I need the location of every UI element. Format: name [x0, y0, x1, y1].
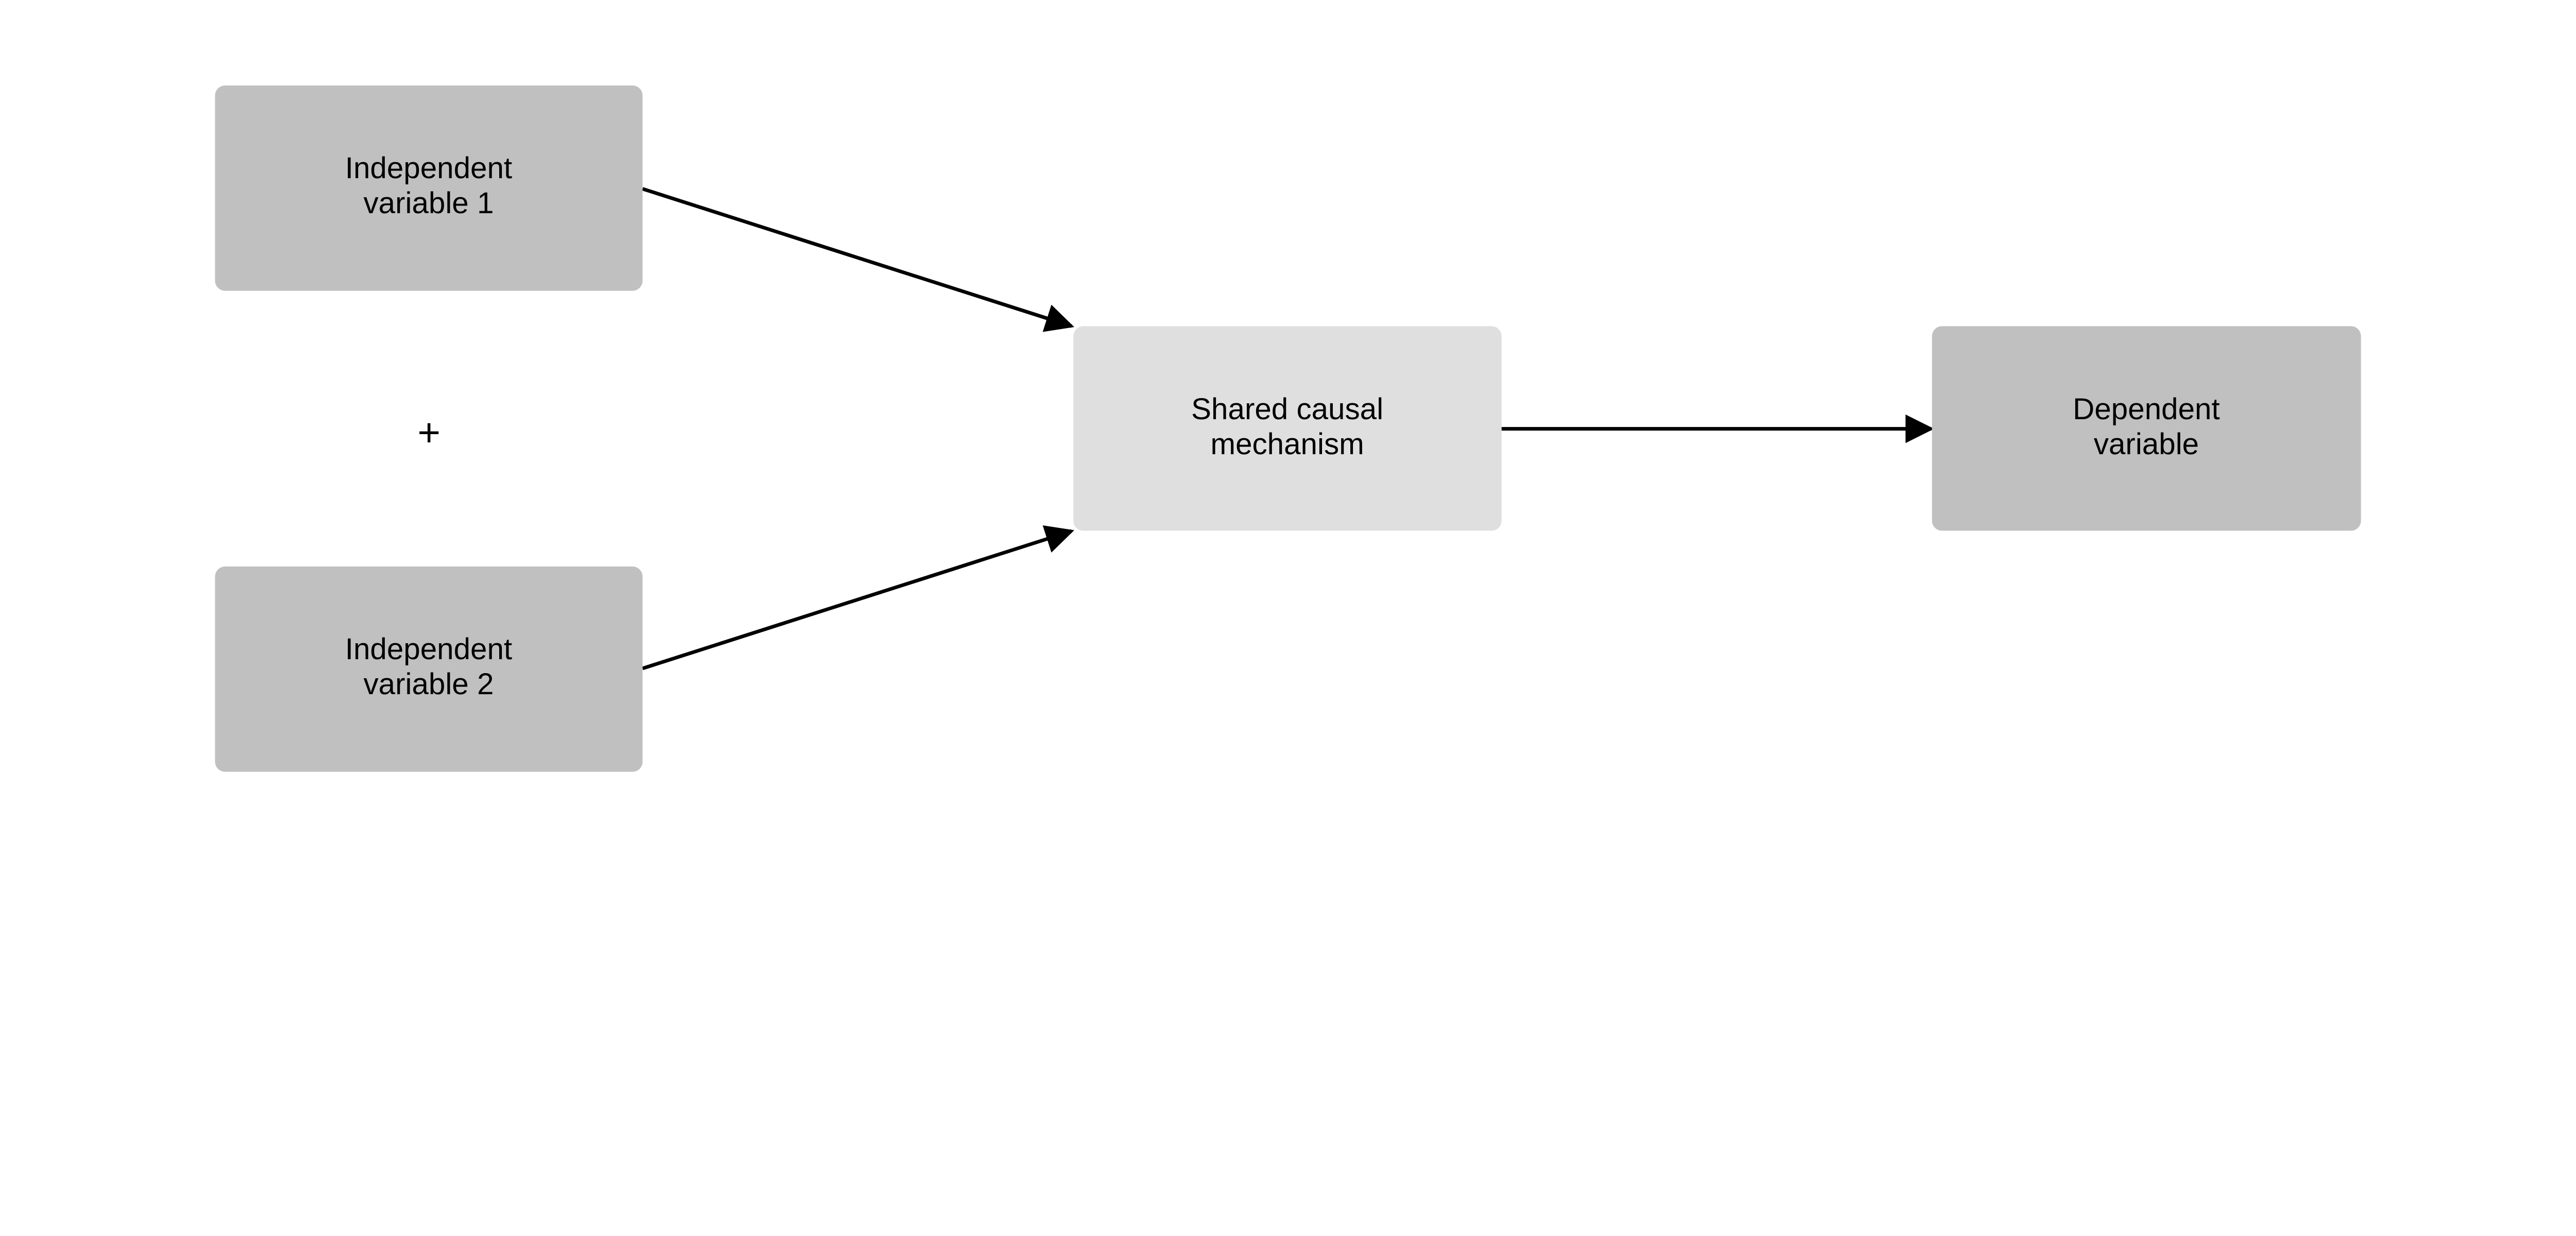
node-label-line: variable — [2094, 427, 2199, 461]
node-label-line: Independent — [345, 632, 512, 666]
node-dependent-variable: Dependent variable — [1931, 326, 2361, 531]
node-box — [1073, 326, 1502, 531]
node-label-line: Independent — [345, 151, 512, 185]
node-box — [1931, 326, 2361, 531]
node-label-line: variable 2 — [363, 667, 494, 701]
edge-iv2-to-mechanism — [642, 525, 1075, 671]
node-label-line: Shared causal — [1191, 392, 1383, 426]
node-independent-variable-1: Independent variable 1 — [215, 85, 643, 291]
node-box — [215, 566, 643, 772]
plus-sign: + — [417, 410, 440, 454]
node-independent-variable-2: Independent variable 2 — [215, 566, 643, 772]
node-label-line: variable 1 — [363, 186, 494, 220]
node-shared-causal-mechanism: Shared causal mechanism — [1073, 326, 1502, 531]
node-label-line: mechanism — [1210, 427, 1364, 461]
node-label-line: Dependent — [2073, 392, 2219, 426]
diagram-canvas: Independent variable 1 + Independent var… — [215, 85, 2361, 772]
node-box — [215, 85, 643, 291]
edge-iv1-to-mechanism — [642, 187, 1075, 332]
